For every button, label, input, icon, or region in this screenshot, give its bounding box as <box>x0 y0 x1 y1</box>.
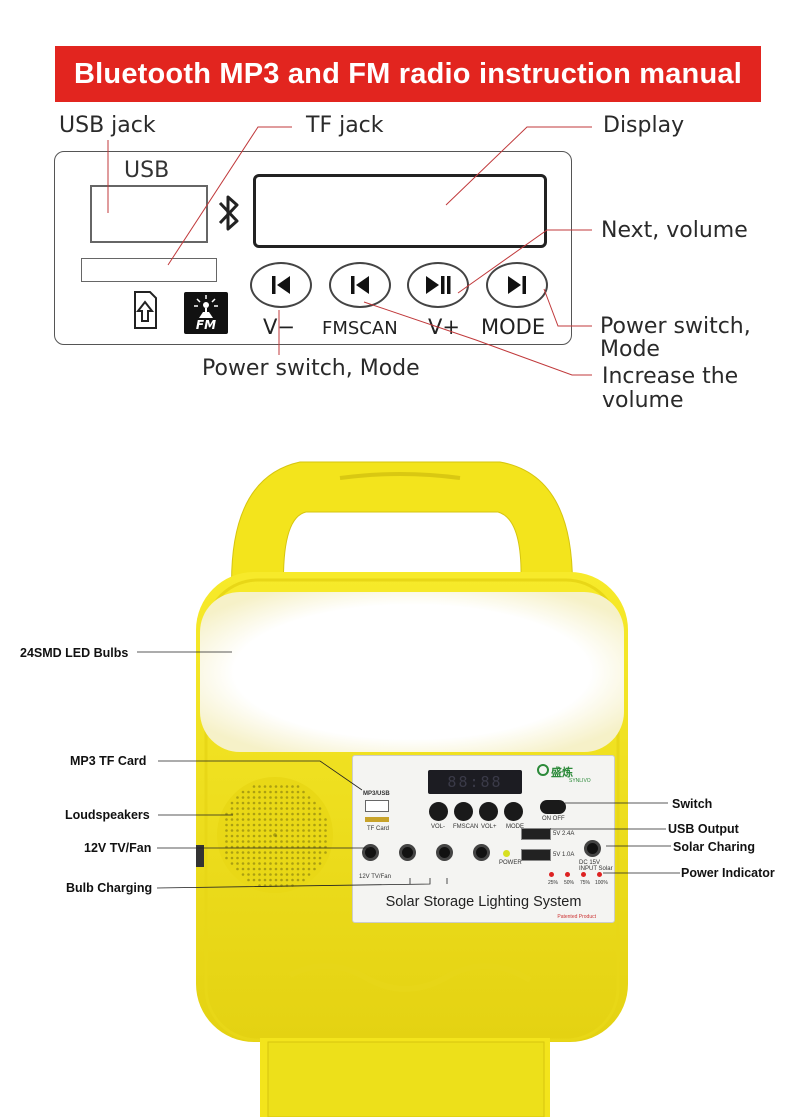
fp-fmscan-label: FMSCAN <box>453 824 479 830</box>
usb-port-label: USB <box>124 158 170 183</box>
fp-power-led <box>503 850 510 857</box>
callout-power-switch-mode-line2: Mode <box>600 337 660 362</box>
fp-dc-input-label: DC 15V INPUT Solar <box>579 860 613 872</box>
label-switch: Switch <box>672 797 713 811</box>
fp-mode-button[interactable] <box>504 802 523 821</box>
fp-usb2-label: 5V 1.0A <box>553 852 575 858</box>
fp-level-50: 50% <box>564 880 575 886</box>
callout-display: Display <box>603 113 685 138</box>
usb-port <box>90 185 208 243</box>
fp-vol-down-label: VOL- <box>431 824 446 830</box>
next-icon <box>508 276 526 294</box>
fp-mode-label: MODE <box>506 824 524 830</box>
label-led-bulbs: 24SMD LED Bulbs <box>20 646 129 660</box>
fp-usb1-label: 5V 2.4A <box>553 831 575 837</box>
label-solar-charing: Solar Charing <box>673 840 755 854</box>
fp-usb-output-2[interactable] <box>521 849 551 861</box>
prev-icon <box>272 276 290 294</box>
callout-power-switch-mode-bottom: Power switch, Mode <box>202 356 420 381</box>
tf-card-slot <box>81 258 217 282</box>
fp-lcd-display: 88:88 <box>428 770 522 794</box>
fp-bulb-jack-2[interactable] <box>436 844 453 861</box>
fp-brand-icon <box>537 764 549 776</box>
fp-usb-port[interactable] <box>365 800 389 812</box>
mode-button[interactable] <box>486 262 548 308</box>
fp-level-led-3 <box>581 872 586 877</box>
fp-lcd-text: 88:88 <box>447 773 503 791</box>
fp-power-label: POWER <box>499 860 522 866</box>
fp-fmscan-button[interactable] <box>454 802 473 821</box>
volume-up-button[interactable] <box>407 262 469 308</box>
banner-title: Bluetooth MP3 and FM radio instruction m… <box>74 57 742 90</box>
bluetooth-icon <box>218 195 239 231</box>
fp-power-switch[interactable] <box>540 800 566 814</box>
fp-vol-up-label: VOL+ <box>481 824 497 830</box>
fp-tv-fan-label: 12V TV/Fan <box>359 874 391 880</box>
control-faceplate: MP3/USB TF Card 88:88 盛炼 SYNLIVO VOL- FM… <box>352 755 615 923</box>
fmscan-label: FMSCAN <box>322 318 398 339</box>
fp-tf-card-label: TF Card <box>367 826 390 832</box>
fp-tf-slot[interactable] <box>365 817 389 822</box>
fp-usb-output-1[interactable] <box>521 828 551 840</box>
fp-level-100: 100% <box>595 880 608 886</box>
callout-increase-volume-line1: Increase the <box>602 364 739 389</box>
fp-bulb-jack-1[interactable] <box>399 844 416 861</box>
fmscan-button[interactable] <box>329 262 391 308</box>
label-tv-fan: 12V TV/Fan <box>84 841 152 855</box>
fm-icon-text: FM <box>195 318 217 332</box>
title-banner: Bluetooth MP3 and FM radio instruction m… <box>55 46 761 102</box>
fp-level-led-1 <box>549 872 554 877</box>
fp-level-led-4 <box>597 872 602 877</box>
callout-power-switch-mode-line1: Power switch, <box>600 314 751 339</box>
callout-increase-volume-line2: volume <box>602 388 684 413</box>
fp-switch-label: ON OFF <box>542 816 565 822</box>
volume-down-label: V− <box>263 315 295 339</box>
label-mp3-tf-card: MP3 TF Card <box>70 754 147 768</box>
mode-label: MODE <box>481 315 546 339</box>
fp-product-title: Solar Storage Lighting System <box>385 894 582 910</box>
volume-up-label: V+ <box>428 315 460 339</box>
fp-solar-input-jack[interactable] <box>584 840 601 857</box>
sd-card-icon <box>134 291 157 329</box>
fp-mp3-usb-label: MP3/USB <box>363 791 390 797</box>
fp-vol-up-button[interactable] <box>479 802 498 821</box>
fp-level-75: 75% <box>580 880 591 886</box>
fp-brand-logo: 盛炼 <box>551 766 573 779</box>
prev-icon <box>351 276 369 294</box>
callout-tf-jack: TF jack <box>306 113 384 138</box>
callout-next-volume: Next, volume <box>601 218 748 243</box>
fm-radio-icon: FM <box>184 292 228 334</box>
label-bulb-charging: Bulb Charging <box>66 881 153 895</box>
label-power-indicator: Power Indicator <box>681 866 775 880</box>
volume-down-button[interactable] <box>250 262 312 308</box>
fp-brand-sub: SYNLIVO <box>569 778 591 784</box>
fp-level-25: 25% <box>548 880 559 886</box>
fp-level-led-2 <box>565 872 570 877</box>
product-leader-lines <box>137 651 680 889</box>
callout-usb-jack: USB jack <box>59 113 156 138</box>
fp-patented-label: Patented Product <box>557 914 596 920</box>
label-usb-output: USB Output <box>668 822 739 836</box>
label-loudspeakers: Loudspeakers <box>65 808 150 822</box>
display-screen <box>253 174 547 248</box>
fp-vol-down-button[interactable] <box>429 802 448 821</box>
fp-bulb-jack-3[interactable] <box>473 844 490 861</box>
play-pause-icon <box>426 276 451 294</box>
